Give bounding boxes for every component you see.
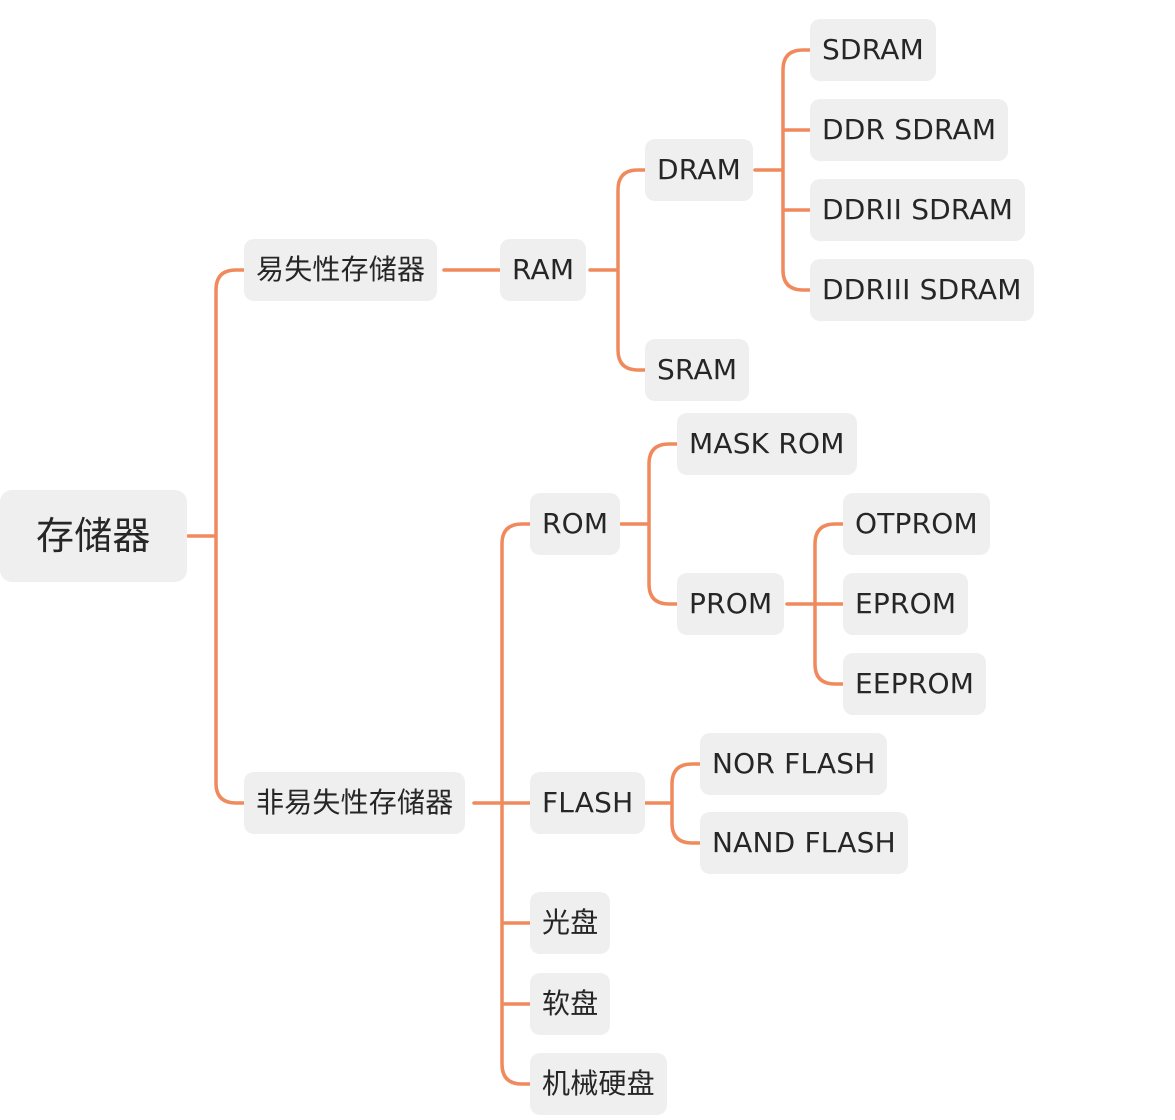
node-ddr-sdram[interactable]: DDR SDRAM	[810, 99, 1009, 161]
connector-ram	[588, 168, 647, 372]
node-hard-disk[interactable]: 机械硬盘	[530, 1053, 667, 1115]
node-nonvolatile-memory[interactable]: 非易失性存储器	[244, 772, 466, 834]
node-prom[interactable]: PROM	[677, 573, 785, 635]
node-rom[interactable]: ROM	[530, 493, 621, 555]
node-nor-flash[interactable]: NOR FLASH	[700, 733, 888, 795]
node-ram[interactable]: RAM	[500, 239, 587, 301]
connector-flash	[642, 762, 702, 845]
node-nand-flash[interactable]: NAND FLASH	[700, 812, 908, 874]
node-sdram[interactable]: SDRAM	[810, 19, 936, 81]
node-ddrii-sdram[interactable]: DDRII SDRAM	[810, 179, 1026, 241]
node-ddriii-sdram[interactable]: DDRIII SDRAM	[810, 259, 1034, 321]
node-mask-rom[interactable]: MASK ROM	[677, 413, 857, 475]
node-optical-disc[interactable]: 光盘	[530, 892, 611, 954]
node-eprom[interactable]: EPROM	[843, 573, 969, 635]
connector-rom	[619, 442, 679, 606]
connector-nonvolatile	[472, 522, 532, 1086]
node-floppy-disk[interactable]: 软盘	[530, 973, 611, 1035]
node-sram[interactable]: SRAM	[645, 339, 750, 401]
connector-dram	[753, 48, 812, 292]
node-volatile-memory[interactable]: 易失性存储器	[244, 239, 438, 301]
node-dram[interactable]: DRAM	[645, 139, 753, 201]
root-node[interactable]: 存储器	[0, 490, 187, 582]
node-otprom[interactable]: OTPROM	[843, 493, 990, 555]
connector-root	[186, 268, 246, 805]
node-eeprom[interactable]: EEPROM	[843, 653, 987, 715]
connector-prom	[785, 522, 845, 686]
node-flash[interactable]: FLASH	[530, 772, 646, 834]
